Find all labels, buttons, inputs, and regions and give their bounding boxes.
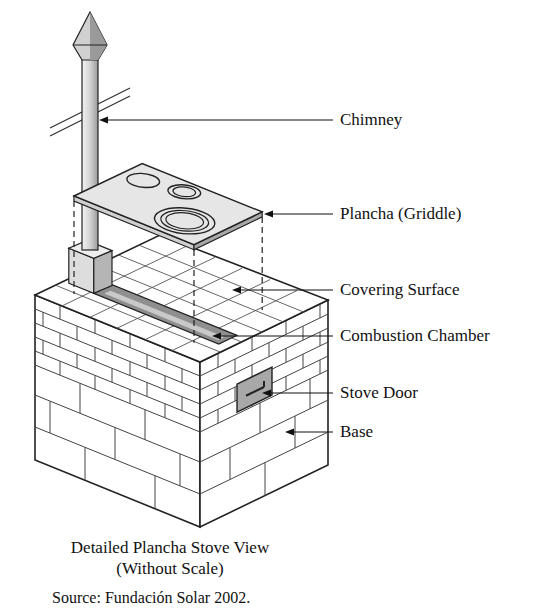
arrowhead [232,287,241,294]
part-label-holder: Chimney [340,109,402,131]
covering-surface [35,235,328,362]
leader-line [219,335,333,336]
burner-ring [120,170,166,190]
figure-caption: Detailed Plancha Stove View (Without Sca… [40,537,300,579]
part-label-holder: Stove Door [340,382,418,404]
leader-line [271,213,333,214]
chimney-cap-rim [73,45,107,46]
part-label: Covering Surface [340,280,459,299]
arrowhead [264,211,273,218]
tile-joints [35,235,325,362]
leader-line [106,119,333,120]
arrowhead [99,117,108,124]
arrowhead [285,429,294,436]
stove-door [237,367,272,412]
burner-ring [158,209,211,232]
part-label: Plancha (Griddle) [340,204,461,223]
arrowhead [212,333,221,340]
leader-line [239,289,333,290]
caption-holder: Detailed Plancha Stove View (Without Sca… [40,537,300,579]
burner-ring [151,206,218,235]
part-label-holder: Plancha (Griddle) [340,203,461,225]
door-handle [246,381,264,396]
leader-line [269,392,333,393]
burner-ring [168,185,200,199]
part-label-holder: Base [340,421,373,443]
part-label: Stove Door [340,383,418,402]
chimney-cap-shade [90,12,107,60]
base-right-face [200,300,328,527]
part-label-holder: Combustion Chamber [340,325,490,347]
part-label: Combustion Chamber [340,326,490,345]
chamber-slope [104,291,224,340]
leader-lines [99,117,333,436]
top-tiles [35,235,325,362]
part-label-holder: Covering Surface [340,279,459,301]
chimney-cap [73,12,107,60]
burner-rings [85,168,251,240]
part-label: Chimney [340,110,402,129]
leader-line [292,431,333,432]
chimney-pipe [82,58,98,250]
source-note-holder: Source: Fundación Solar 2002. [52,587,250,609]
burner-ring [161,182,207,202]
source-note: Source: Fundación Solar 2002. [52,589,250,606]
burner-ring [142,202,226,239]
arrowhead [262,390,271,397]
part-label: Base [340,422,373,441]
brick-pattern [200,300,328,527]
griddle-plate [74,164,262,245]
combustion-chamber [94,285,237,344]
brick-joints [200,300,328,527]
